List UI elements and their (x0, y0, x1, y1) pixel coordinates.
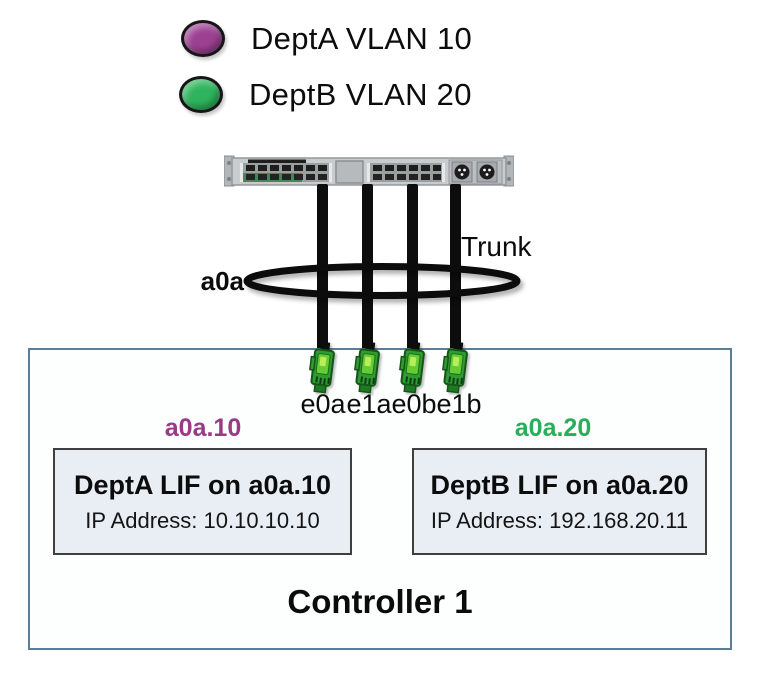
port-label-e1a: e1a (346, 389, 392, 419)
controller-title: Controller 1 (287, 583, 473, 620)
rj45-plug-icon-e0b (399, 342, 425, 394)
ifgrp-label: a0a (200, 266, 244, 296)
vlan-tag-a0a20: a0a.20 (514, 414, 592, 442)
legend-label-depta: DeptA VLAN 10 (251, 20, 473, 56)
rj45-plug-icon-e0a (309, 342, 335, 394)
port-label-e1b: e1b (436, 389, 482, 419)
rack-switch-icon (224, 155, 514, 187)
vlan20-dot-icon (179, 76, 223, 113)
cable-e0b (407, 184, 418, 360)
lif-title-depta: DeptA LIF on a0a.10 (73, 469, 332, 500)
lif-ip-deptb: IP Address: 192.168.20.11 (430, 507, 689, 533)
lif-box-deptb: DeptB LIF on a0a.20 IP Address: 192.168.… (412, 448, 707, 555)
legend-item-deptb: DeptB VLAN 20 (179, 76, 472, 113)
lif-ip-depta: IP Address: 10.10.10.10 (85, 507, 320, 533)
rj45-plug-icon-e1b (442, 342, 468, 394)
port-label-e0b: e0b (391, 389, 437, 419)
cable-e0a (317, 184, 328, 360)
vlan10-dot-icon (181, 20, 225, 57)
cable-e1a (362, 184, 373, 360)
vlan-tag-a0a10: a0a.10 (164, 414, 242, 442)
port-label-e0a: e0a (300, 389, 346, 419)
legend-label-deptb: DeptB VLAN 20 (249, 76, 472, 112)
trunk-label: Trunk (461, 231, 532, 262)
rj45-plug-icon-e1a (354, 342, 380, 394)
lif-title-deptb: DeptB LIF on a0a.20 (430, 469, 689, 500)
legend-item-depta: DeptA VLAN 10 (181, 20, 472, 57)
lif-box-depta: DeptA LIF on a0a.10 IP Address: 10.10.10… (53, 448, 352, 555)
ifgrp-loop (243, 263, 521, 299)
